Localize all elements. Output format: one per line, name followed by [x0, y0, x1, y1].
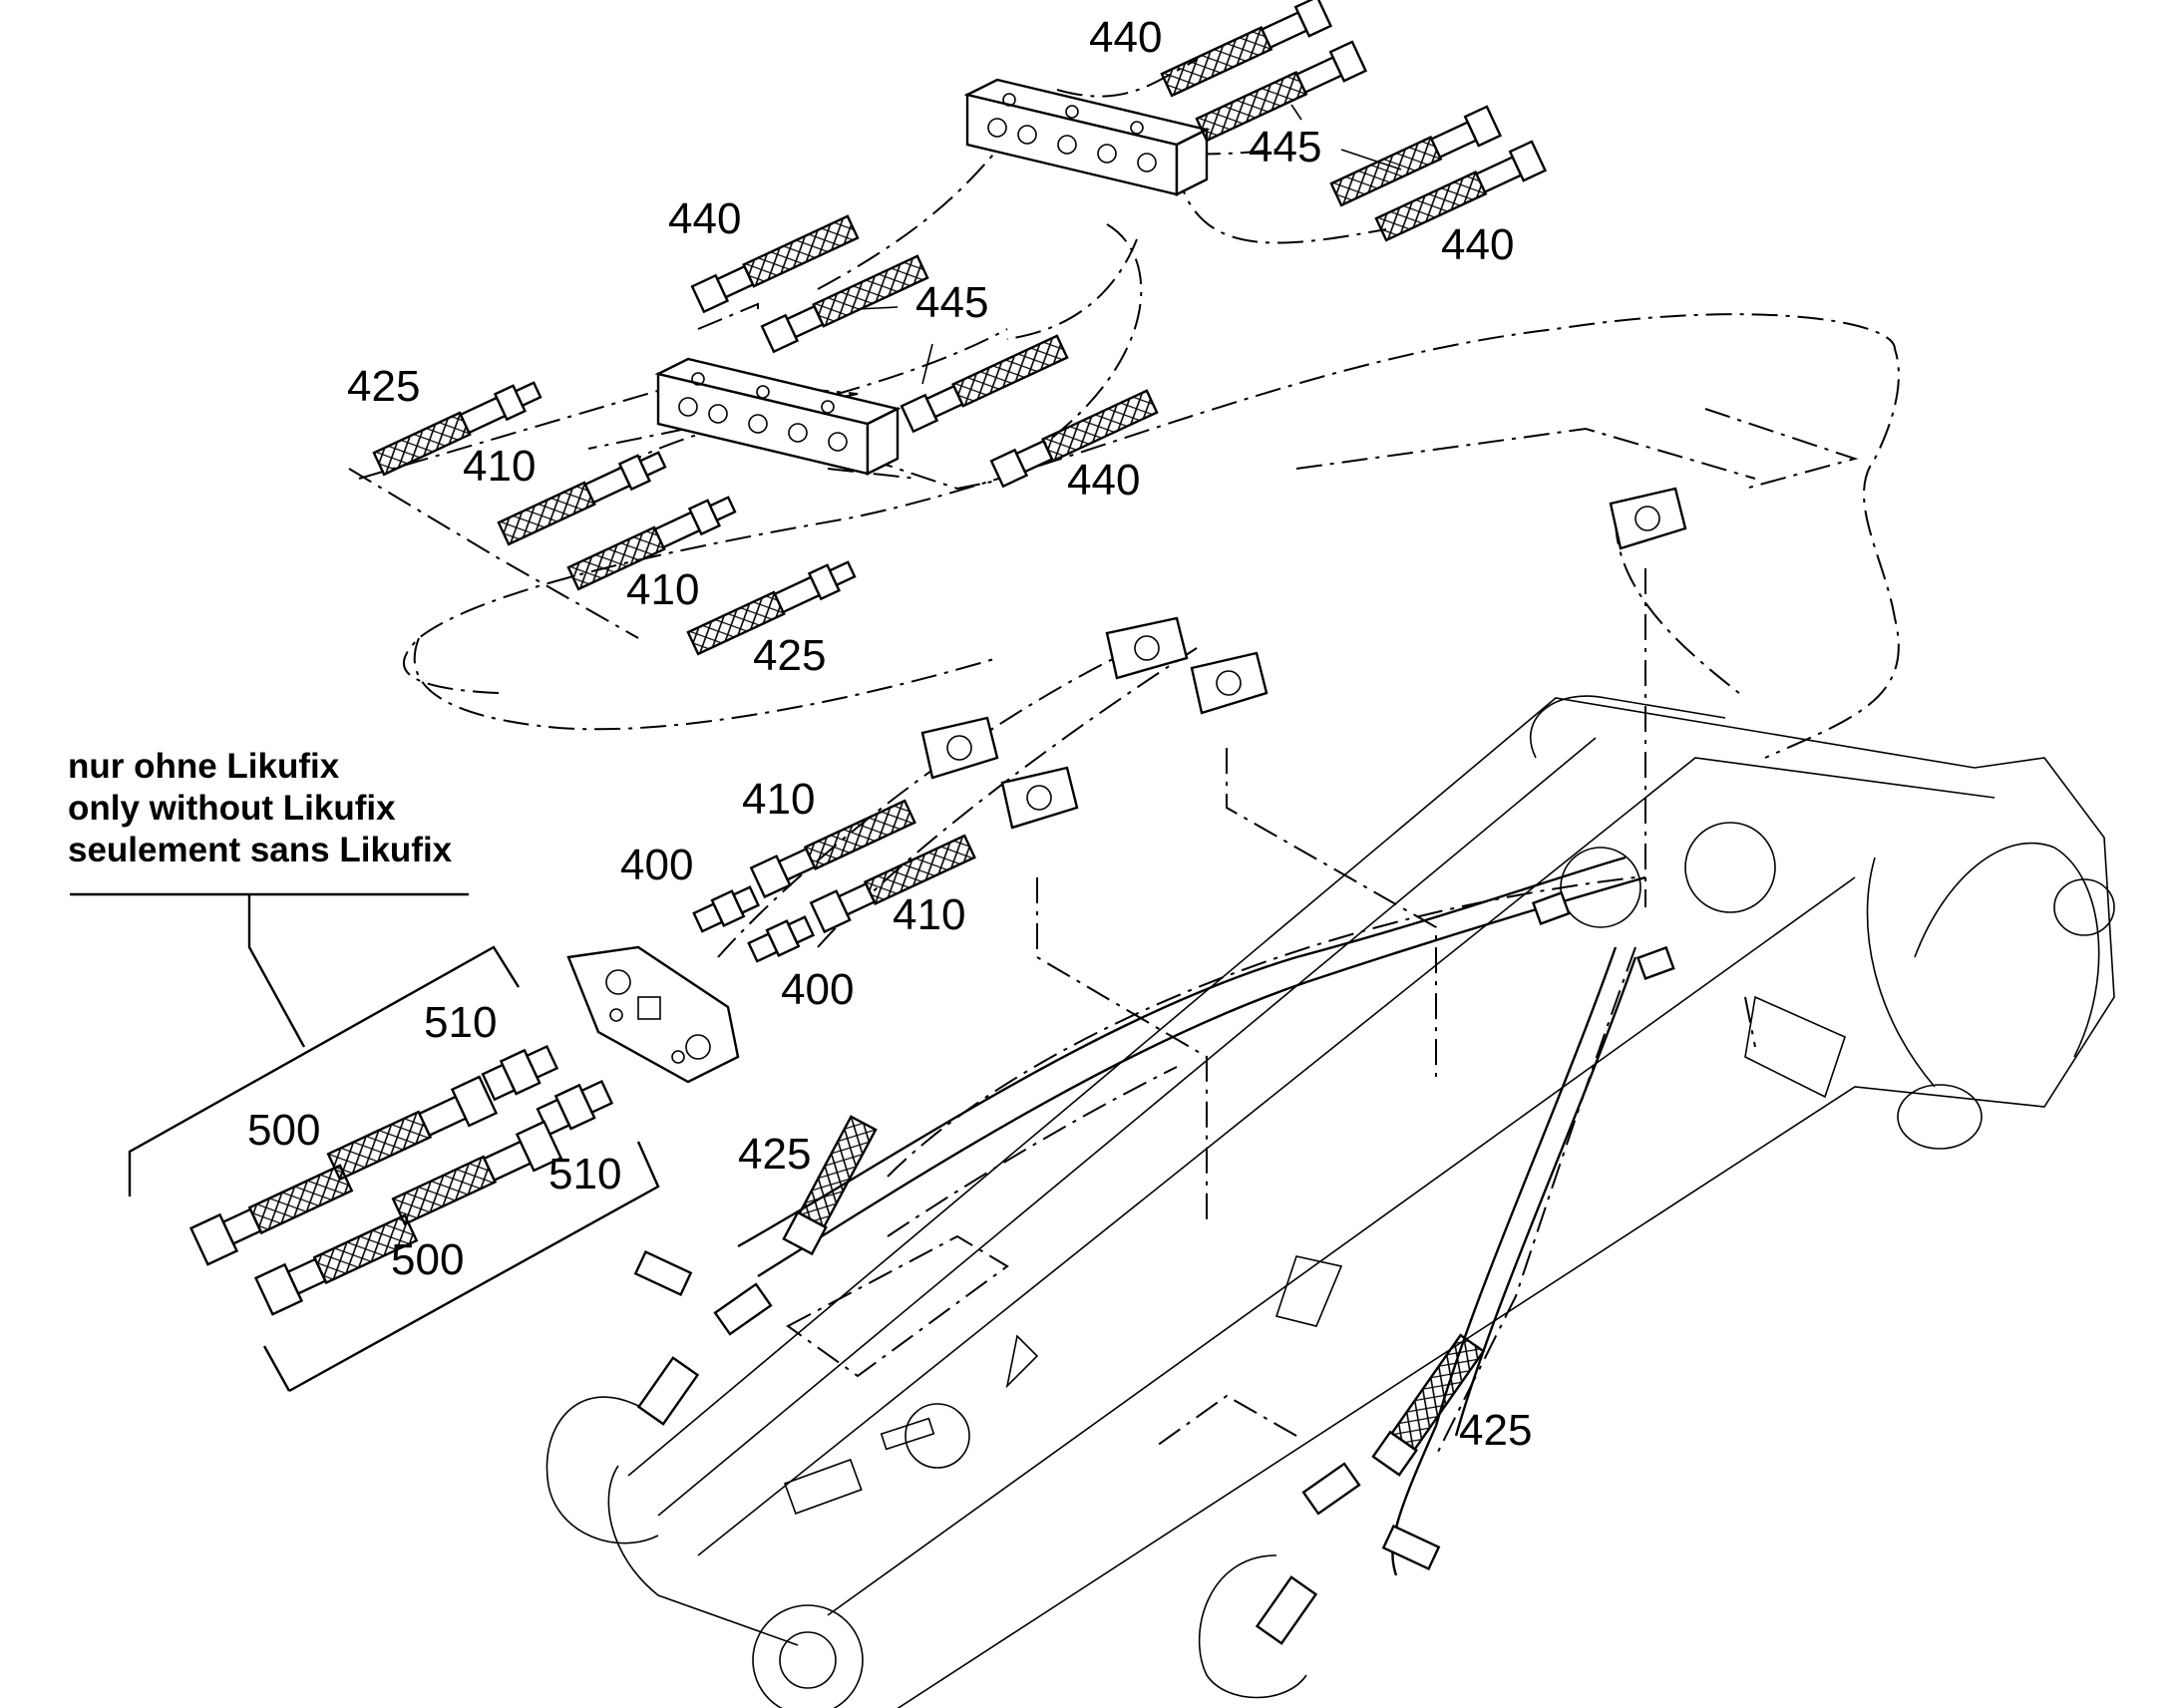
callout-410-c: 410	[742, 775, 815, 824]
callout-425-top: 425	[347, 362, 420, 411]
callout-440-top: 440	[1089, 13, 1162, 62]
variant-note: nur ohne Likufix only without Likufix se…	[68, 746, 452, 871]
callout-510-a: 510	[424, 998, 497, 1047]
callout-425-b: 425	[753, 631, 826, 680]
boom-outline	[607, 695, 2115, 1708]
note-line-de: nur ohne Likufix	[68, 747, 340, 786]
hose-fittings	[188, 0, 1548, 1477]
callout-500-a: 500	[247, 1106, 320, 1155]
callout-445-mid: 445	[915, 278, 988, 327]
dashed-leader-lines	[348, 59, 1900, 1457]
hose-clamps	[920, 487, 1687, 980]
callout-500-b: 500	[391, 1235, 464, 1284]
callout-410-b: 410	[626, 565, 699, 614]
callout-440-left: 440	[668, 194, 741, 243]
callout-leaders	[857, 104, 1402, 385]
callout-445-right: 445	[1249, 123, 1321, 171]
coupling-plate	[566, 945, 740, 1084]
callout-425-c: 425	[738, 1130, 811, 1179]
callout-400-b: 400	[781, 965, 854, 1014]
callout-440-mid: 440	[1067, 456, 1140, 505]
note-line-en: only without Likufix	[68, 789, 396, 828]
lower-clamp-block	[654, 357, 902, 476]
callout-425-d: 425	[1459, 1406, 1532, 1455]
upper-clamp-block	[963, 78, 1211, 196]
quick-connectors	[545, 1249, 1441, 1699]
note-line-fr: seulement sans Likufix	[68, 831, 453, 869]
bracket-frames	[70, 892, 660, 1393]
callout-410-a: 410	[463, 442, 536, 491]
callout-510-b: 510	[548, 1150, 621, 1198]
hose-routing-lines	[737, 855, 1646, 1576]
callout-410-d: 410	[893, 890, 965, 939]
callout-400-a: 400	[620, 841, 693, 889]
callout-labels: 440 445 440 440 445 440 425 410 410 425 …	[247, 13, 1532, 1455]
callout-440-right: 440	[1441, 220, 1514, 269]
